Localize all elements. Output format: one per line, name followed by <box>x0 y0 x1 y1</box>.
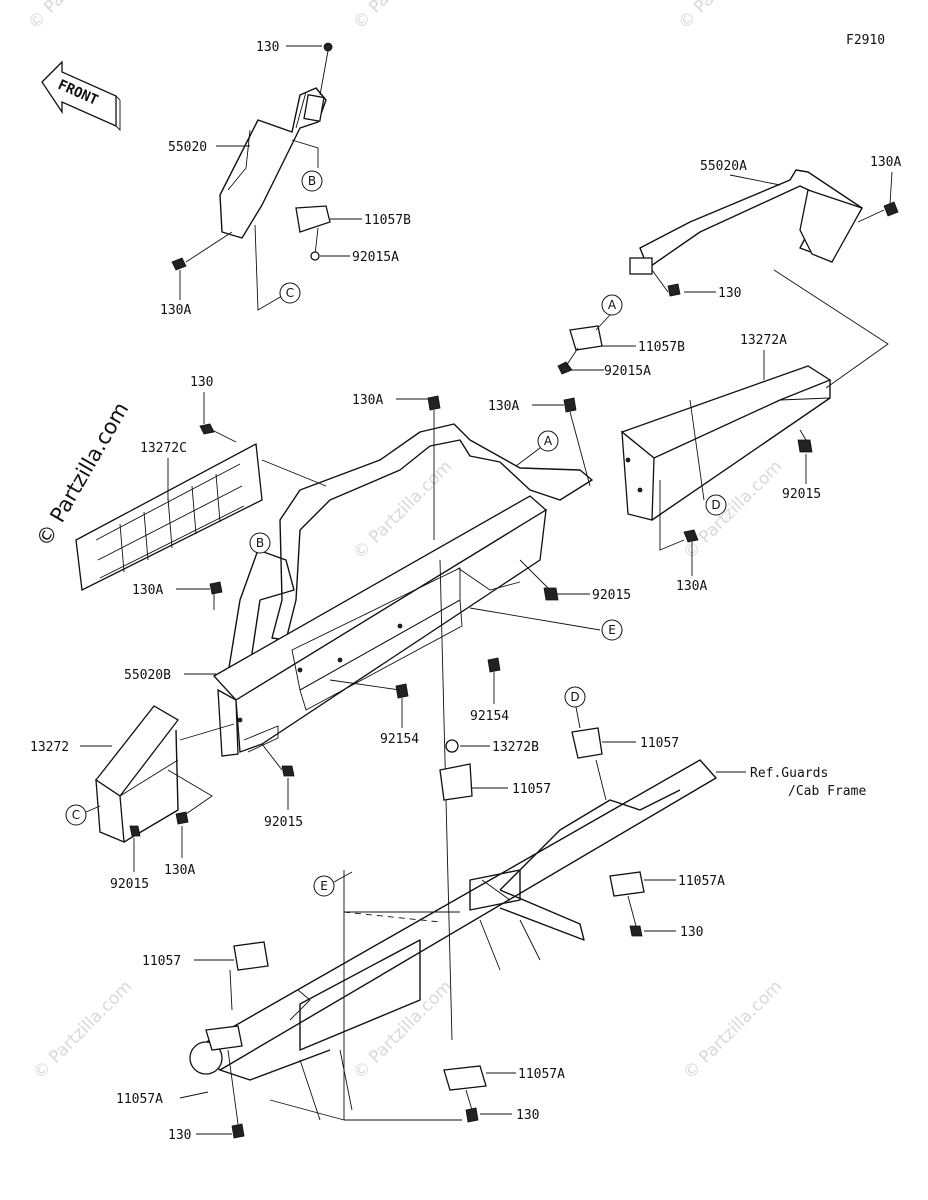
watermark: © Partzilla.com <box>29 977 136 1084</box>
callout-b-center: B <box>249 532 271 554</box>
watermark: © Partzilla.com <box>349 977 456 1084</box>
part-label: 92015A <box>604 364 651 379</box>
part-13272-drawing <box>95 705 295 844</box>
callout-e-lower: E <box>313 871 353 897</box>
ref-label-line1: Ref.Guards <box>750 766 828 781</box>
part-label: 11057 <box>142 954 181 969</box>
part-label: 130A <box>132 583 163 598</box>
part-label: 130A <box>870 155 901 170</box>
svg-text:D: D <box>570 690 579 704</box>
part-label: 130 <box>190 375 213 390</box>
part-13272a-drawing <box>620 365 832 551</box>
part-label: 13272C <box>140 441 187 456</box>
part-label: 92015 <box>264 815 303 830</box>
part-label: 130A <box>160 303 191 318</box>
svg-text:A: A <box>544 434 553 448</box>
svg-text:E: E <box>320 879 328 893</box>
svg-text:C: C <box>72 808 80 822</box>
ref-label-line2: /Cab Frame <box>788 784 866 799</box>
svg-text:B: B <box>308 174 316 188</box>
watermark: © Partzilla.com <box>674 0 781 34</box>
part-label: 55020A <box>700 159 747 174</box>
watermark: © Partzilla.com <box>679 457 786 564</box>
part-label: 130 <box>516 1108 539 1123</box>
part-label: 130 <box>718 286 741 301</box>
callout-b-upper: B <box>301 170 323 192</box>
part-label: 13272 <box>30 740 69 755</box>
part-label: 11057A <box>518 1067 565 1082</box>
part-label: 130 <box>168 1128 191 1143</box>
part-label: 92015 <box>110 877 149 892</box>
part-label: 11057 <box>640 736 679 751</box>
callout-a-upper: A <box>595 294 623 331</box>
part-label: 11057A <box>116 1092 163 1107</box>
watermark: © Partzilla.com <box>679 977 786 1084</box>
part-label: 130A <box>676 579 707 594</box>
callout-c-lower: C <box>65 804 101 826</box>
part-label: 11057A <box>678 874 725 889</box>
part-55020-drawing <box>171 42 333 311</box>
part-label: 11057B <box>638 340 685 355</box>
part-label: 130 <box>256 40 279 55</box>
frame-drawing <box>189 727 746 1139</box>
part-label: 92015 <box>782 487 821 502</box>
part-label: 130A <box>352 393 383 408</box>
part-55020a-drawing <box>557 169 899 389</box>
part-label: 92154 <box>470 709 509 724</box>
svg-text:D: D <box>711 498 720 512</box>
svg-text:C: C <box>286 286 294 300</box>
watermark: © Partzilla.com <box>24 0 131 34</box>
part-label: 11057 <box>512 782 551 797</box>
callout-c-upper: C <box>279 282 301 304</box>
part-label: 55020B <box>124 668 171 683</box>
part-labels: 130 55020 11057B 92015A 130A 55020A 130A… <box>30 40 901 1143</box>
part-label: 130A <box>488 399 519 414</box>
svg-text:A: A <box>608 298 617 312</box>
part-label: 11057B <box>364 213 411 228</box>
svg-text:B: B <box>256 536 264 550</box>
part-label: 13272B <box>492 740 539 755</box>
part-55020b-drawing <box>209 395 601 1041</box>
front-arrow-icon: FRONT <box>41 60 121 132</box>
callout-d-right: D <box>705 494 727 516</box>
part-label: 92015 <box>592 588 631 603</box>
callout-a-center: A <box>515 430 559 467</box>
callout-e-center: E <box>601 619 623 641</box>
figure-code: F2910 <box>846 33 885 48</box>
part-label: 55020 <box>168 140 207 155</box>
callout-d-lower: D <box>564 686 586 729</box>
part-label: 13272A <box>740 333 787 348</box>
part-label: 130A <box>164 863 195 878</box>
callouts: B C A A D B E D <box>65 170 727 897</box>
watermark: © Partzilla.com <box>349 0 456 34</box>
svg-text:E: E <box>608 623 616 637</box>
part-label: 92154 <box>380 732 419 747</box>
part-13272c-drawing <box>75 423 327 591</box>
part-label: 92015A <box>352 250 399 265</box>
part-label: 130 <box>680 925 703 940</box>
